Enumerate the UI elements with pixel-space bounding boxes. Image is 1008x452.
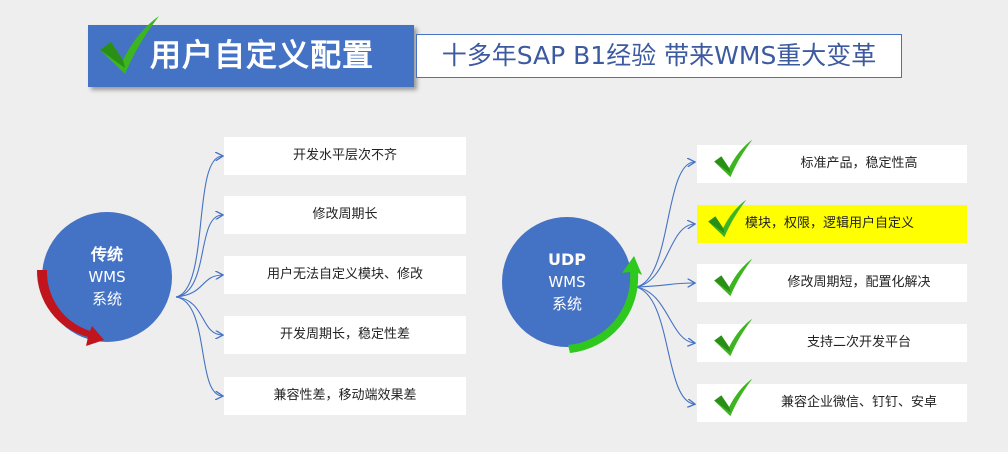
item-label: 修改周期长 [312,207,378,222]
connector-line [175,296,222,335]
list-item: 修改周期长 [224,196,466,234]
check-icon [714,258,753,297]
traditional-wms-circle: 传统 WMS 系统 [42,212,172,342]
list-item: 标准产品，稳定性高 [697,139,967,183]
check-icon [708,199,747,238]
item-label: 修改周期短，配置化解决 [787,275,931,290]
connector-line [635,283,694,288]
item-label: 用户无法自定义模块、修改 [266,267,423,282]
connector-line [175,296,222,396]
connector-line [175,156,222,298]
connector-line [635,162,694,288]
circle-label-line2: WMS [548,273,586,291]
item-label: 模块，权限，逻辑用户自定义 [745,216,915,231]
list-item: 支持二次开发平台 [697,318,967,362]
subtitle: 十多年SAP B1经验 带来WMS重大变革 [441,41,877,70]
list-item: 兼容性差，移动端效果差 [224,377,466,415]
subtitle-box: 十多年SAP B1经验 带来WMS重大变革 [416,34,902,78]
list-item-highlighted: 模块，权限，逻辑用户自定义 [697,199,967,243]
circle-label-line3: 系统 [91,290,122,308]
list-item: 开发水平层次不齐 [224,137,466,175]
item-label: 标准产品，稳定性高 [800,156,918,171]
connector-line [175,275,222,298]
page-title: 用户自定义配置 [150,38,374,74]
connector-line [635,286,694,404]
list-item: 用户无法自定义模块、修改 [224,256,466,294]
circle-label-line1: 传统 [90,245,123,264]
item-label: 开发水平层次不齐 [292,148,397,163]
item-label: 支持二次开发平台 [806,335,911,350]
list-item: 修改周期短，配置化解决 [697,258,967,302]
circle-label-line2: WMS [88,268,126,286]
list-item: 兼容企业微信、钉钉、安卓 [697,378,967,422]
circle-label-line3: 系统 [551,295,582,313]
circle-label-line1: UDP [548,250,586,269]
check-icon [714,318,753,357]
connector-line [635,224,694,288]
check-icon [100,16,159,74]
connector-line [175,215,222,298]
check-icon [714,139,753,178]
item-label: 兼容企业微信、钉钉、安卓 [780,395,937,410]
item-label: 开发周期长，稳定性差 [279,327,410,342]
check-icon [714,378,753,417]
item-label: 兼容性差，移动端效果差 [273,388,417,403]
list-item: 开发周期长，稳定性差 [224,316,466,354]
connector-line [635,286,694,343]
